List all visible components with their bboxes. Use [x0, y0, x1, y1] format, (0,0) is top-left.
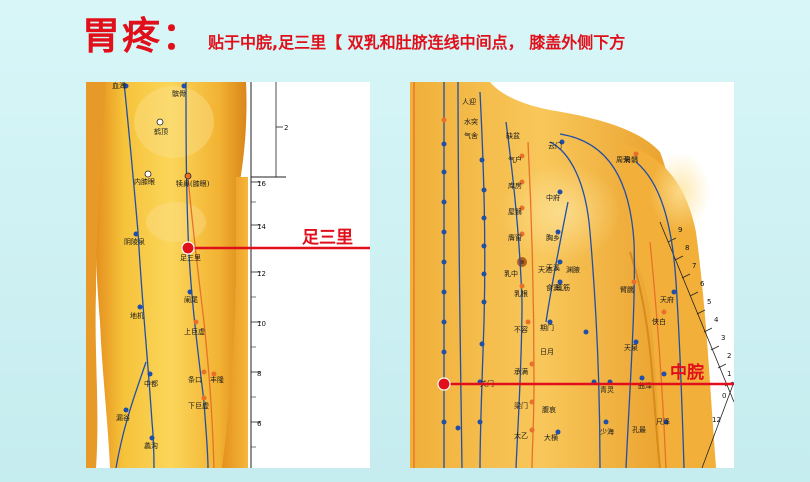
point-label: 侠白	[652, 317, 666, 326]
ruler-label: 0	[722, 392, 726, 400]
point-label: 阴陵泉	[124, 237, 145, 246]
arm-ruler	[659, 221, 734, 468]
ruler-label: 3	[721, 334, 725, 342]
leg-illustration: 16 14 12 10 8 6 2	[86, 82, 370, 468]
point-label: 渊腋	[566, 265, 580, 274]
point-label: 缺盆	[506, 131, 520, 140]
ruler-label: 9	[678, 226, 682, 234]
point-label: 库房	[508, 181, 522, 190]
point-label: 太乙	[514, 431, 528, 440]
point-label: 条口	[188, 375, 202, 384]
ruler-label: 5	[707, 298, 711, 306]
point-label: 臂臑	[620, 285, 634, 294]
ruler-label: 16	[257, 180, 266, 188]
zhongwan-callout: 中脘	[670, 363, 704, 383]
point-label: 承满	[514, 367, 528, 376]
point-label: 孔最	[632, 426, 646, 434]
point-label: 足三里	[180, 254, 201, 262]
zhongwan-marker	[437, 377, 451, 391]
point-label: 犊鼻(膝眼)	[176, 179, 210, 188]
ruler-label: 8	[685, 244, 689, 252]
point-label: 屋翳	[508, 208, 522, 216]
point-label: 地机	[130, 311, 144, 320]
point-label: 云门	[548, 141, 562, 150]
point-label: 大横	[544, 433, 558, 442]
point-label: 中府	[546, 193, 560, 202]
ruler-label: 1	[727, 370, 731, 378]
point-label: 青灵	[600, 385, 614, 394]
point-label: 天泉	[624, 343, 638, 352]
point-label: 气舍	[464, 131, 478, 140]
ruler-label: 8	[257, 370, 261, 378]
point-label: 尺泽	[656, 418, 670, 426]
point-label: 髌骨	[172, 89, 186, 98]
header: 胃疼： 贴于中脘,足三里【 双乳和肚脐连线中间点， 膝盖外侧下方	[0, 0, 810, 72]
point-label: 水突	[464, 117, 478, 126]
measurement-ruler: 16 14 12 10 8 6 2	[250, 82, 288, 468]
point-label: 食窦	[546, 283, 560, 292]
point-label: 辄筋	[556, 283, 570, 292]
torso-illustration: 9 8 7 6 5 4 3 2 1 0 12	[410, 82, 734, 468]
ruler-label: 6	[257, 420, 262, 428]
point-label: 血海	[112, 82, 126, 90]
point-label: 不容	[514, 325, 528, 334]
point-label: 上巨虚	[184, 327, 205, 336]
point-label: 阑尾	[184, 295, 198, 304]
ruler-label: 14	[257, 223, 266, 231]
ruler-label: 2	[727, 352, 731, 360]
point-label: 漏谷	[116, 413, 130, 422]
point-label: 鹤顶	[154, 127, 168, 136]
point-label: 天池	[538, 265, 552, 274]
point-label: 期门	[540, 323, 554, 332]
point-label: 中都	[144, 379, 158, 388]
point-label: 乳根	[514, 289, 528, 298]
ruler-label: 12	[257, 270, 266, 278]
point-label: 曲泽	[638, 381, 652, 390]
ruler-label: 7	[692, 262, 696, 270]
ruler-label: 4	[714, 316, 719, 324]
point-label: 内膝眼	[134, 177, 155, 186]
point-label: 天府	[660, 295, 674, 304]
point-label: 下巨虚	[188, 401, 209, 410]
ruler-label: 6	[700, 280, 705, 288]
ruler-label: 10	[257, 320, 266, 328]
page-subtitle: 贴于中脘,足三里【 双乳和肚脐连线中间点， 膝盖外侧下方	[208, 33, 626, 52]
acupoint-markers	[123, 83, 217, 441]
ruler-label: 2	[284, 124, 288, 132]
ruler-label: 12	[712, 416, 721, 424]
point-label: 天溪	[546, 263, 560, 272]
point-label: 膺窗	[508, 233, 522, 242]
point-label: 日月	[540, 348, 554, 356]
page-title: 胃疼：	[82, 13, 203, 58]
point-label: 腹哀	[542, 405, 556, 414]
right-torso-diagram: 9 8 7 6 5 4 3 2 1 0 12	[410, 82, 734, 468]
point-label: 蠡沟	[144, 441, 158, 450]
point-label: 丰隆	[210, 375, 224, 384]
point-label: 乳中	[504, 269, 518, 278]
point-label: 人迎	[462, 97, 476, 106]
point-label: 肩髃	[624, 155, 638, 164]
left-leg-diagram: 16 14 12 10 8 6 2	[86, 82, 370, 468]
point-label: 少海	[600, 427, 614, 436]
zusanli-callout: 足三里	[302, 228, 353, 248]
point-label: 周荣	[616, 155, 630, 164]
point-label: 胸乡	[546, 233, 560, 242]
zusanli-marker	[181, 241, 195, 255]
point-label: 气户	[508, 155, 522, 164]
point-label: 梁门	[514, 401, 528, 410]
